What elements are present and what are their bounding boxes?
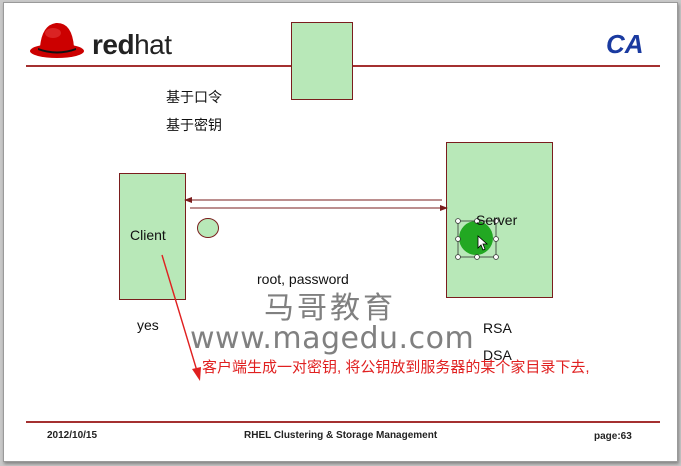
server-box: [446, 142, 553, 298]
client-box: [119, 173, 186, 300]
redhat-wordmark: redhat: [92, 29, 172, 60]
footer-divider: [26, 421, 660, 423]
watermark-cn: 马哥教育: [264, 291, 396, 326]
auth-method-password: 基于口令: [166, 89, 222, 105]
selected-shape-handles[interactable]: [452, 216, 502, 271]
key-type-dsa: DSA: [483, 347, 512, 363]
placeholder-box: [291, 22, 353, 100]
auth-method-key: 基于密钥: [166, 117, 222, 133]
small-circle-shape: [196, 217, 220, 244]
server-label: Server: [476, 212, 518, 228]
redhat-logo-icon: [28, 17, 86, 66]
key-type-rsa: RSA: [483, 320, 512, 336]
section-title: CA: [606, 29, 644, 59]
watermark-url: www.magedu.com: [190, 321, 475, 356]
footer-course: RHEL Clustering & Storage Management: [244, 430, 438, 441]
yes-label: yes: [137, 317, 159, 333]
slide: redhat CA 基于口令 基于密钥 Client Server: [3, 2, 678, 462]
connection-arrow: [184, 195, 448, 220]
credentials-label: root, password: [257, 271, 349, 287]
annotation-arrow: [154, 253, 214, 388]
footer-date: 2012/10/15: [47, 430, 98, 441]
annotation-note: 客户端生成一对密钥, 将公钥放到服务器的某个家目录下去,: [202, 359, 590, 376]
client-label: Client: [130, 227, 166, 243]
footer-page: page:63: [594, 431, 632, 442]
